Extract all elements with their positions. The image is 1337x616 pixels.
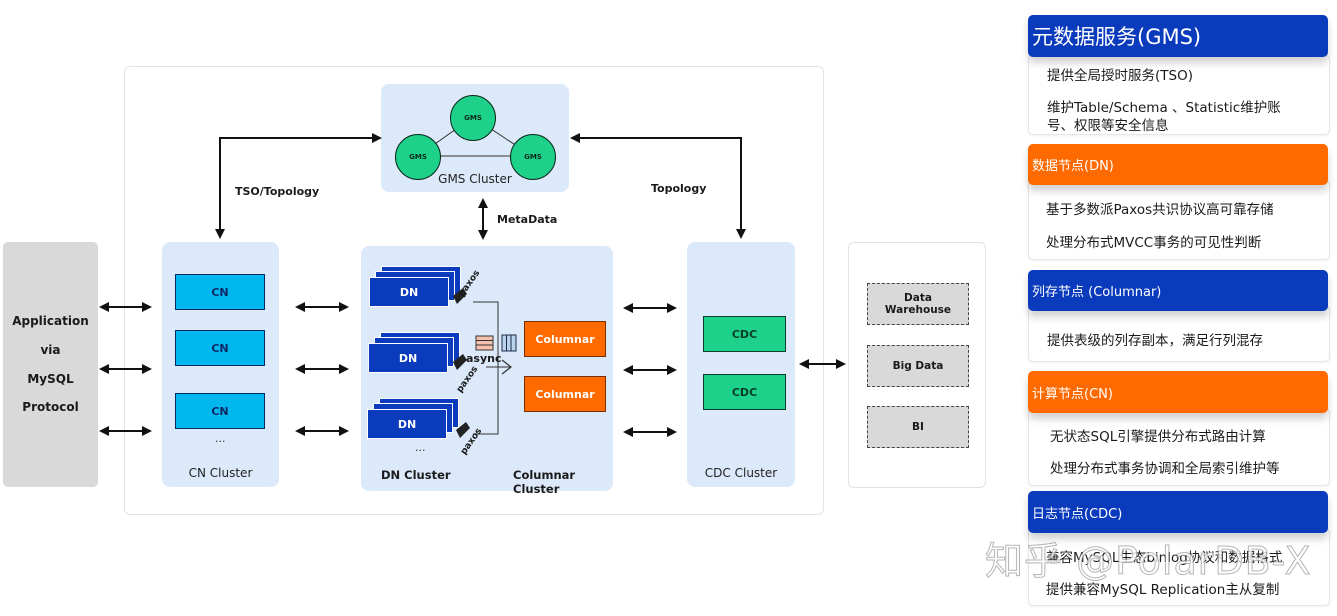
legend-item: 提供兼容MySQL Replication主从复制 xyxy=(1046,582,1280,598)
legend-title-text: 日志节点(CDC) xyxy=(1032,506,1123,522)
legend-card-cn xyxy=(1028,408,1330,486)
cn-node: CN xyxy=(175,393,265,429)
gms-cluster-label: GMS Cluster xyxy=(438,172,512,186)
bi-box: BI xyxy=(867,406,969,448)
legend-title-text: 元数据服务(GMS) xyxy=(1032,25,1202,49)
legend-card-columnar xyxy=(1028,305,1330,362)
column-store-icon xyxy=(501,334,517,352)
async-arrow-head xyxy=(501,359,512,375)
dn-node: DN xyxy=(369,277,449,307)
cdc-node: CDC xyxy=(703,316,786,352)
paxos-icon xyxy=(456,422,470,438)
metadata-label: MetaData xyxy=(497,213,558,226)
big-data-box: Big Data xyxy=(867,345,969,387)
watermark: 知乎 @PolarDB-X xyxy=(985,539,1312,584)
cn-node: CN xyxy=(175,330,265,366)
paxos-icon xyxy=(453,354,467,370)
cdc-cluster: CDC CDC CDC Cluster xyxy=(687,242,795,487)
row-store-icon xyxy=(475,335,494,351)
legend-title-columnar: 列存节点 (Columnar) xyxy=(1028,270,1328,311)
cn-more-dots: ... xyxy=(215,432,226,445)
legend-item: 基于多数派Paxos共识协议高可靠存储 xyxy=(1046,202,1274,218)
dn-cluster-label: DN Cluster xyxy=(381,468,451,482)
legend-item: 维护Table/Schema 、Statistic维护账 xyxy=(1047,100,1281,116)
application-label-line: MySQL xyxy=(27,372,74,386)
gms-node: GMS xyxy=(450,95,496,141)
legend-title-dn: 数据节点(DN) xyxy=(1028,144,1328,185)
application-label-line: via xyxy=(40,343,61,357)
gms-node: GMS xyxy=(395,134,441,180)
gms-cdc-arrow xyxy=(570,133,746,239)
legend-item: 无状态SQL引擎提供分布式路由计算 xyxy=(1050,429,1266,445)
connector-arrows xyxy=(99,133,846,437)
data-warehouse-box: Data Warehouse xyxy=(867,283,969,325)
legend-item: 提供表级的列存副本，满足行列混存 xyxy=(1047,333,1263,349)
application-label-line: Protocol xyxy=(22,400,79,414)
columnar-cluster-label: Columnar Cluster xyxy=(513,468,576,496)
dn-columnar-links xyxy=(453,288,517,438)
legend-title-text: 列存节点 (Columnar) xyxy=(1032,285,1162,300)
legend-card-dn xyxy=(1028,180,1330,260)
gms-cluster: GMS GMS GMS GMS Cluster xyxy=(381,84,569,192)
cn-node: CN xyxy=(175,274,265,310)
topology-label: Topology xyxy=(651,182,707,195)
application-label-line: Application xyxy=(12,314,89,328)
legend-title-gms: 元数据服务(GMS) xyxy=(1028,15,1328,57)
gms-cn-arrow xyxy=(215,133,382,239)
async-label: async xyxy=(466,352,502,365)
dn-node: DN xyxy=(368,343,448,373)
legend-title-text: 数据节点(DN) xyxy=(1032,159,1114,174)
legend-item: 处理分布式MVCC事务的可见性判断 xyxy=(1046,235,1262,251)
legend-item: 提供全局授时服务(TSO) xyxy=(1047,68,1193,84)
columnar-node: Columnar xyxy=(524,376,606,412)
cdc-cluster-label: CDC Cluster xyxy=(704,466,778,480)
cn-cluster: CN CN CN ... CN Cluster xyxy=(162,242,279,487)
dn-stack: DN xyxy=(369,266,465,310)
cdc-node: CDC xyxy=(703,374,786,410)
legend-title-cdc: 日志节点(CDC) xyxy=(1028,491,1328,533)
dn-stack: DN xyxy=(368,332,464,376)
legend-item: 处理分布式事务协调和全局索引维护等 xyxy=(1050,461,1280,477)
legend-card-cdc xyxy=(1028,528,1330,606)
tso-topology-label: TSO/Topology xyxy=(235,185,320,198)
application-box: Application via MySQL Protocol xyxy=(3,242,98,487)
legend-item: 兼容MySQL生态binlog协议和数据格式 xyxy=(1046,550,1283,566)
cn-cluster-label: CN Cluster xyxy=(188,466,253,480)
legend-title-text: 计算节点(CN) xyxy=(1032,386,1113,402)
async-bracket xyxy=(473,301,499,435)
paxos-icon xyxy=(453,288,467,304)
legend-title-cn: 计算节点(CN) xyxy=(1028,371,1328,413)
dn-columnar-cluster: DN DN DN ... paxos paxos paxos xyxy=(361,246,613,496)
legend-item: 号、权限等安全信息 xyxy=(1047,118,1169,134)
dn-node: DN xyxy=(367,409,447,439)
dn-more-dots: ... xyxy=(415,441,426,454)
dn-stack: DN xyxy=(367,398,463,442)
gms-node: GMS xyxy=(510,134,556,180)
columnar-node: Columnar xyxy=(524,321,606,357)
